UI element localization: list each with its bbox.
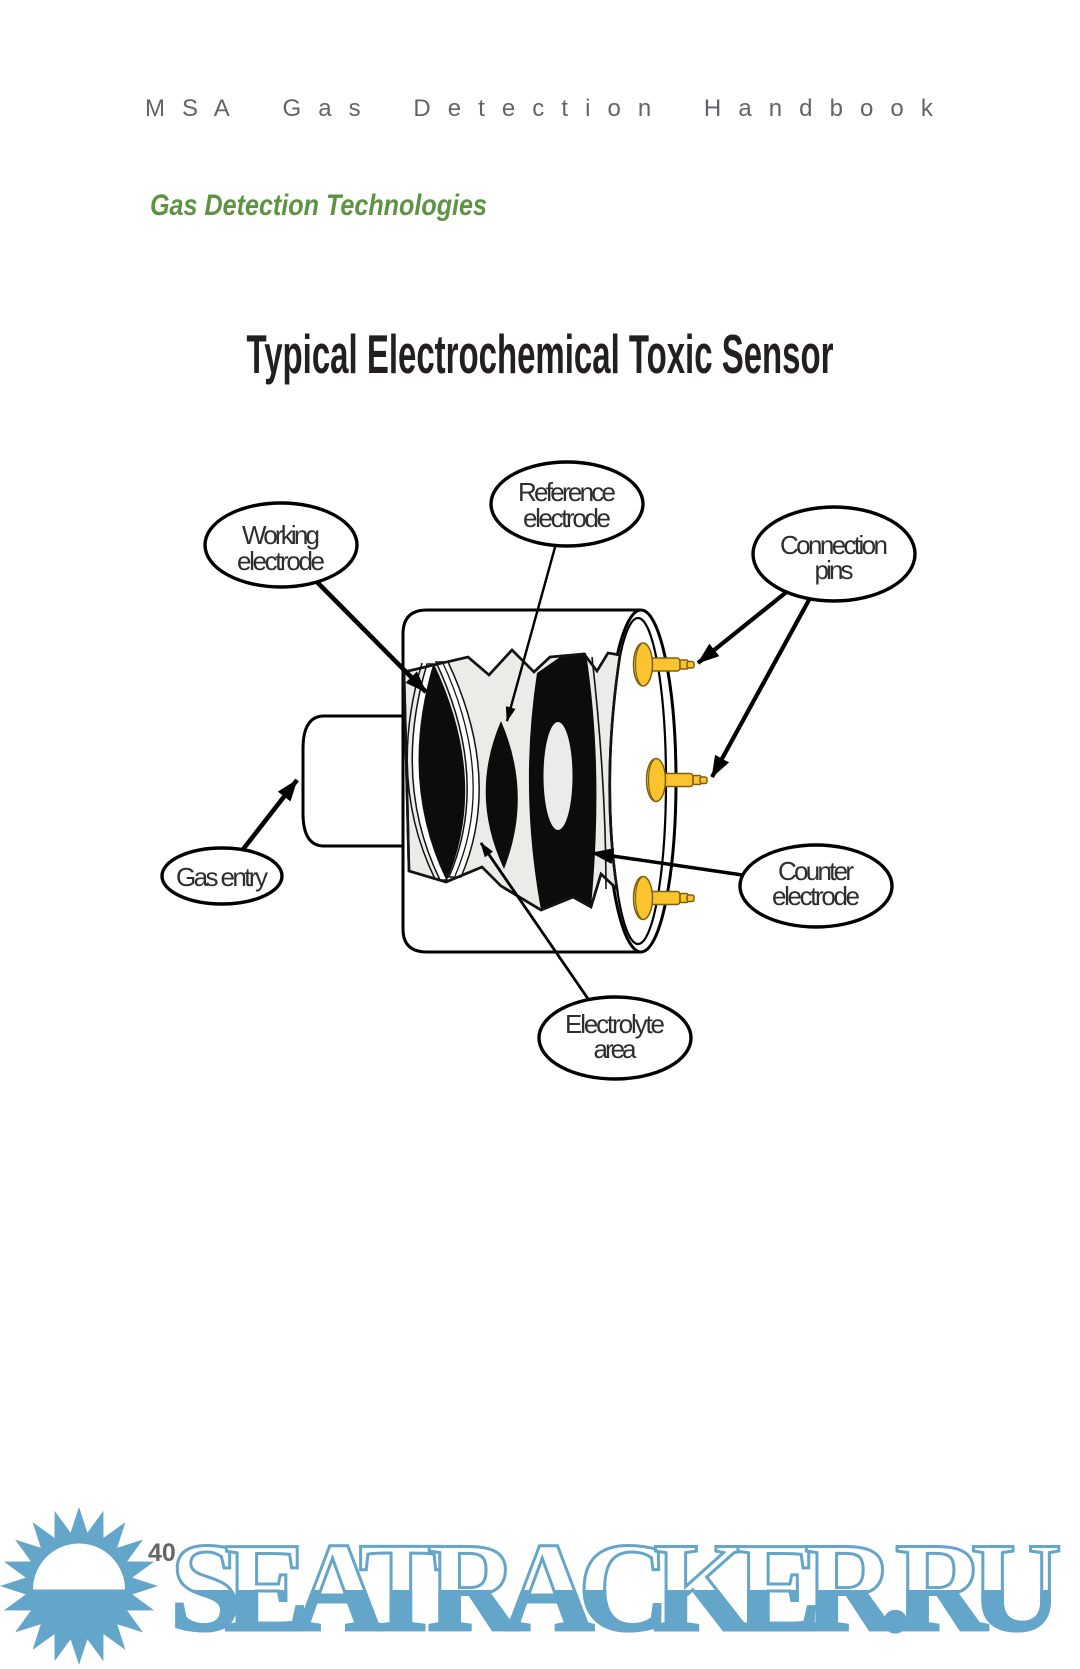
svg-text:area: area — [594, 1034, 638, 1064]
svg-text:Gas Detection Technologies: Gas Detection Technologies — [150, 189, 487, 222]
svg-text:electrode: electrode — [772, 881, 860, 911]
svg-text:Working: Working — [242, 520, 320, 550]
svg-text:Electrolyte: Electrolyte — [565, 1009, 665, 1039]
svg-text:SEATRACKER.RU: SEATRACKER.RU — [170, 1518, 1062, 1658]
svg-text:M S A G a s D e t e c t: M S A G a s D e t e c t i o n H a n d b … — [145, 95, 938, 122]
svg-text:Typical Electrochemical Toxic: Typical Electrochemical Toxic Sensor — [247, 323, 834, 385]
svg-text:electrode: electrode — [237, 546, 325, 576]
svg-text:Gas entry: Gas entry — [176, 862, 268, 892]
svg-text:40: 40 — [148, 1539, 176, 1567]
svg-text:Counter: Counter — [778, 856, 854, 886]
svg-text:pins: pins — [815, 555, 854, 585]
svg-text:Connection: Connection — [780, 530, 888, 560]
svg-text:Reference: Reference — [518, 477, 616, 507]
svg-text:SEATRACKER.RU: SEATRACKER.RU — [170, 1518, 1062, 1658]
svg-text:electrode: electrode — [523, 503, 611, 533]
